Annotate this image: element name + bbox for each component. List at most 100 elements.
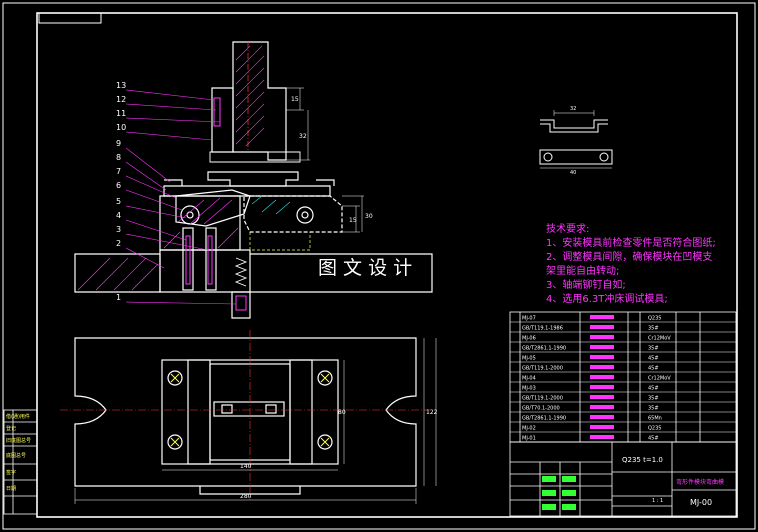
part-sketch: [539, 110, 613, 169]
callout-number: 10: [116, 123, 126, 132]
dim-value: 122: [426, 409, 438, 416]
upper-dimensions: [286, 87, 364, 233]
callout-leaders: [125, 89, 237, 305]
bom-name-mark: [590, 405, 614, 409]
callout-number: 5: [116, 197, 121, 206]
bom-code: MJ-01: [522, 436, 536, 442]
callout-number: 7: [116, 167, 121, 176]
bom-material: 65Mn: [648, 416, 662, 422]
bom-code: MJ-03: [522, 386, 536, 392]
bom-name-mark: [590, 415, 614, 419]
bom-code: GB/T70.1-2000: [522, 406, 560, 412]
bom-code: GB/T2861.1-1990: [522, 346, 566, 352]
tech-line: 4、选用6.3T冲床调试模具;: [546, 292, 668, 305]
bom-table-frame: [509, 311, 737, 443]
bom-name-mark: [590, 375, 614, 379]
stamp-label: 签字: [6, 469, 16, 476]
tech-title: 技术要求:: [546, 222, 589, 235]
dim-value: 140: [240, 463, 252, 470]
bom-material: Q235: [648, 316, 661, 322]
bom-name-mark: [590, 365, 614, 369]
dim-value: 30: [365, 213, 373, 220]
side-stamp-labels: 借(通)用件 登记 旧底图总号 底图总号 签字 日期: [6, 413, 31, 492]
bom-name-mark: [590, 355, 614, 359]
bom-material: Cr12MoV: [648, 376, 671, 382]
watermark-text: 图 文 设 计: [318, 257, 412, 279]
bom-name-mark: [590, 315, 614, 319]
section-hatching: [77, 45, 291, 291]
tech-line: 架里能自由转动;: [546, 264, 619, 277]
dim-value: 32: [570, 106, 576, 112]
callout-numbers: 13 12 11 10 9 8 7 6 5 4 3 2 1: [116, 81, 126, 302]
bom-material: 45#: [648, 356, 659, 362]
bom-name-mark: [590, 395, 614, 399]
tech-line: 1、安装模具前检查零件是否符合图纸;: [546, 236, 716, 249]
detail-highlights: [185, 97, 247, 311]
upper-assembly-view: [74, 41, 433, 319]
callout-number: 4: [116, 211, 121, 220]
bom-code: MJ-05: [522, 356, 536, 362]
bom-material: 35#: [648, 326, 659, 332]
tech-line: 2、调整模具间隙，确保模块在凹模支: [546, 250, 712, 263]
bom-code: MJ-06: [522, 336, 536, 342]
dim-value: 32: [299, 133, 307, 140]
bom-code: MJ-07: [522, 316, 536, 322]
bom-code: GB/T119.1-2000: [522, 366, 563, 372]
bom-code: GB/T119.1-1986: [522, 326, 563, 332]
bom-name-mark: [590, 425, 614, 429]
bom-code: GB/T2861.1-1990: [522, 416, 566, 422]
title-block-marks: [542, 476, 576, 510]
stamp-label: 旧底图总号: [6, 437, 31, 444]
plan-view: [74, 337, 417, 495]
bom-name-mark: [590, 435, 614, 439]
callout-number: 6: [116, 181, 121, 190]
bom-material: 45#: [648, 366, 659, 372]
side-stamp: [3, 409, 38, 515]
plan-view-dimension-values: 140 280 80 122: [240, 409, 438, 500]
callout-number: 11: [116, 109, 126, 118]
callout-number: 2: [116, 239, 121, 248]
callout-number: 13: [116, 81, 126, 90]
bom-material: Q235: [648, 426, 661, 432]
stamp-label: 借(通)用件: [6, 413, 30, 420]
bom-material: Cr12MoV: [648, 336, 671, 342]
callout-number: 9: [116, 139, 121, 148]
callout-number: 3: [116, 225, 121, 234]
title-material: Q235 t=1.0: [622, 456, 663, 464]
stamp-label: 日期: [6, 486, 16, 492]
part-sketch-dims: 32 40: [570, 106, 576, 176]
bom-material: 35#: [648, 406, 659, 412]
tech-line: 3、轴端铆钉自如;: [546, 278, 626, 291]
upper-dimension-values: 15 32 15 30: [291, 96, 373, 224]
technical-requirements: 技术要求: 1、安装模具前检查零件是否符合图纸; 2、调整模具间隙，确保模块在凹…: [546, 222, 716, 305]
bom-name-mark: [590, 325, 614, 329]
dim-value: 15: [291, 96, 299, 103]
bom-material: 35#: [648, 346, 659, 352]
dim-value: 40: [570, 170, 576, 176]
plan-view-bolt-marks: [170, 373, 330, 447]
stamp-label: 底图总号: [6, 452, 26, 459]
bom-material: 35#: [648, 396, 659, 402]
callout-number: 12: [116, 95, 126, 104]
bom-name-mark: [590, 345, 614, 349]
callout-number: 1: [116, 293, 121, 302]
dim-value: 280: [240, 493, 252, 500]
bom-name-mark: [590, 335, 614, 339]
title-drawing-name: 弯形件模块弯曲模: [676, 478, 724, 486]
callout-number: 8: [116, 153, 121, 162]
bom-material: 45#: [648, 386, 659, 392]
bom-material: 45#: [648, 436, 659, 442]
bom-code: MJ-02: [522, 426, 536, 432]
bom-name-mark: [590, 385, 614, 389]
dim-value: 80: [338, 409, 346, 416]
plan-view-dimensions: [74, 338, 437, 504]
bom-code: MJ-04: [522, 376, 536, 382]
tool-outline: [249, 232, 311, 251]
dim-value: 15: [349, 217, 357, 224]
title-scale: 1 : 1: [652, 498, 663, 504]
plan-view-centerlines: [60, 330, 430, 500]
title-drawing-number: MJ-00: [690, 498, 712, 507]
